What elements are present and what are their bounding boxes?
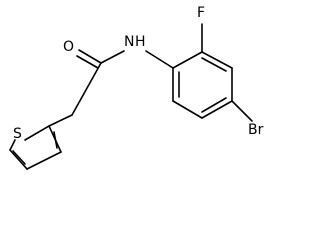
bond-thiophene-ch2 — [48, 114, 73, 127]
bond-c3-c4 — [26, 151, 62, 170]
bond-c5-s — [9, 139, 16, 151]
bond-c4-c5 — [9, 149, 28, 170]
bond-nitrogen-aryl — [145, 50, 174, 69]
bond-c4-c5 — [201, 100, 233, 119]
acetamide-chain — [48, 49, 174, 127]
bond-carbonyl-oxygen — [78, 49, 102, 64]
bond-ch2-carbonyl — [71, 62, 102, 116]
hydrogen-label: H — [135, 34, 146, 50]
nitrogen-label: N — [124, 34, 134, 50]
bond-c4-c5-double — [201, 97, 227, 113]
bond-c2-c3-double — [201, 57, 227, 72]
bond-c3-c3-double — [53, 131, 58, 149]
bond-carbonyl-oxygen-double — [76, 55, 99, 69]
bond-c5-c6 — [172, 100, 203, 119]
oxygen-label: O — [63, 39, 74, 55]
sulfur-label: S — [13, 126, 22, 142]
phenyl-ring — [172, 51, 233, 119]
fluorine-label: F — [197, 5, 205, 21]
bond-carbonyl-nitrogen — [100, 50, 125, 64]
bond-c2-c3 — [201, 51, 233, 69]
bond-aryl-bromine — [231, 100, 253, 122]
chemical-structure: O N H F Br S — [9, 5, 264, 170]
bond-c1-c2 — [172, 51, 203, 69]
bond-s-c2 — [24, 125, 50, 141]
thiophene-ring — [9, 125, 62, 170]
bromine-label: Br — [248, 122, 264, 138]
bond-c4-c5-double — [12, 150, 26, 165]
